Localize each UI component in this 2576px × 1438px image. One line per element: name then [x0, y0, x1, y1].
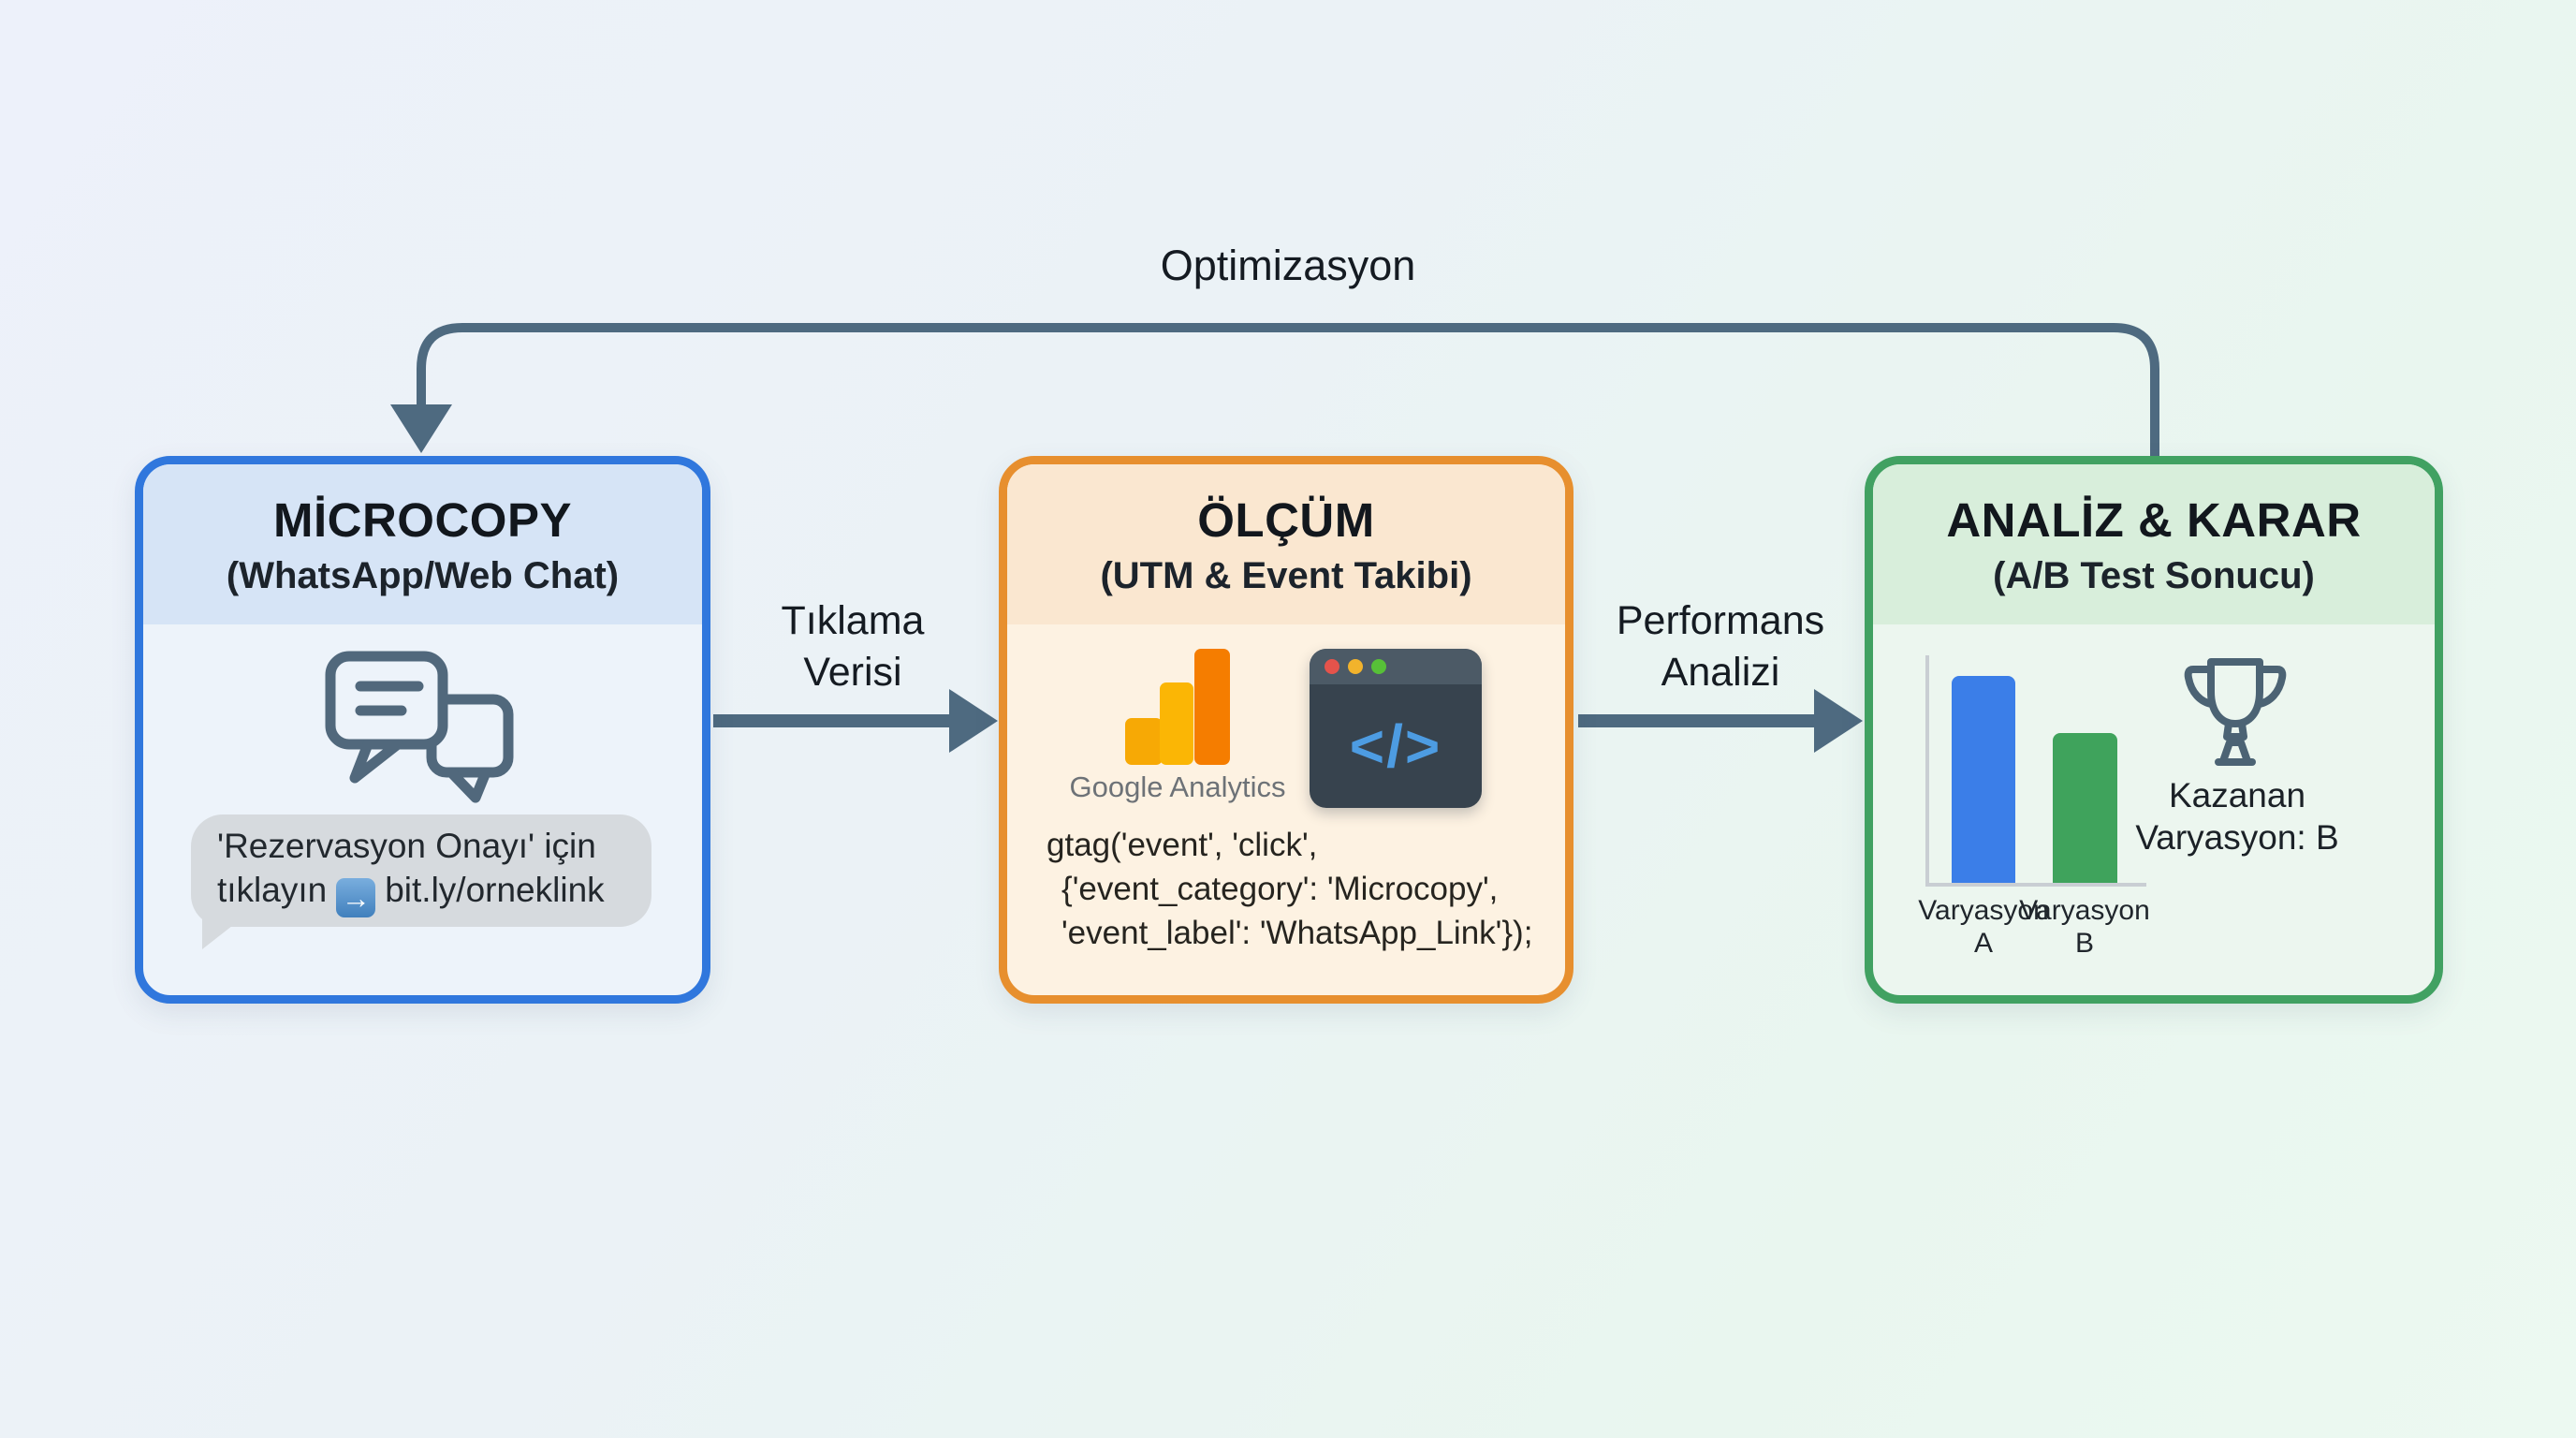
- code-tag-icon: </>: [1349, 712, 1442, 780]
- chat-bubbles-icon: [325, 651, 513, 803]
- flow-arrow-2-label-line1: Performans: [1616, 598, 1825, 643]
- ab-chart-label-a: Varyasyon A: [1918, 894, 2049, 960]
- window-dot-green-icon: [1371, 659, 1386, 674]
- olcum-box-body: Google Analytics </> gtag('event', 'clic…: [1007, 624, 1565, 995]
- olcum-box-header: ÖLÇÜM (UTM & Event Takibi): [1007, 464, 1565, 624]
- ga-logo-bar-mid: [1160, 682, 1193, 765]
- flow-arrow-1-label: Tıklama Verisi: [782, 595, 925, 698]
- ab-chart-y-axis: [1925, 655, 1929, 887]
- gtag-code-snippet: gtag('event', 'click', {'event_category'…: [1046, 823, 1532, 955]
- flow-arrow-2-label: Performans Analizi: [1617, 595, 1824, 698]
- microcopy-box-header: MİCROCOPY (WhatsApp/Web Chat): [143, 464, 702, 624]
- gtag-code-line2: {'event_category': 'Microcopy',: [1061, 871, 1499, 907]
- microcopy-box-body: 'Rezervasyon Onayı' için tıklayın→bit.ly…: [143, 624, 702, 995]
- trophy-icon: [2184, 658, 2287, 766]
- flow-arrow-1-head-icon: [949, 689, 998, 753]
- flow-arrow-1-label-line1: Tıklama: [781, 598, 925, 643]
- gtag-code-line3: 'event_label': 'WhatsApp_Link'});: [1061, 915, 1533, 951]
- google-analytics-caption: Google Analytics: [1069, 770, 1286, 803]
- winner-caption-line2: Varyasyon: B: [2135, 818, 2339, 857]
- chat-message-line2: tıklayın→bit.ly/orneklink: [217, 868, 651, 918]
- analiz-title: ANALİZ & KARAR: [1946, 492, 2362, 547]
- analiz-box-header: ANALİZ & KARAR (A/B Test Sonucu): [1873, 464, 2435, 624]
- ab-chart-label-a-line2: A: [1973, 928, 1994, 959]
- window-dot-yellow-icon: [1348, 659, 1363, 674]
- ab-chart-bar-a: [1952, 676, 2015, 883]
- ab-chart-label-b-line2: B: [2074, 928, 2095, 959]
- ab-chart-bar-b: [2053, 733, 2117, 883]
- code-window-icon: </>: [1310, 649, 1482, 808]
- chat-message-line1: 'Rezervasyon Onayı' için: [217, 826, 596, 865]
- window-dot-red-icon: [1325, 659, 1339, 674]
- analiz-subtitle: (A/B Test Sonucu): [1993, 554, 2315, 596]
- ga-logo-bar-tall: [1194, 649, 1230, 765]
- optimizasyon-label: Optimizasyon: [1160, 242, 1416, 289]
- feedback-loop-line: [417, 323, 2159, 461]
- gtag-code-line1: gtag('event', 'click',: [1046, 827, 1318, 863]
- olcum-subtitle: (UTM & Event Takibi): [1100, 554, 1472, 596]
- flow-arrow-2-head-icon: [1814, 689, 1863, 753]
- ab-chart-x-axis: [1925, 883, 2146, 887]
- google-analytics-logo-icon: [1125, 649, 1230, 765]
- microcopy-subtitle: (WhatsApp/Web Chat): [226, 554, 620, 596]
- feedback-arrowhead-icon: [390, 404, 452, 453]
- winner-caption: Kazanan Varyasyon: B: [2135, 774, 2338, 858]
- ga-logo-bar-short: [1125, 718, 1163, 765]
- ab-chart-label-b-line1: Varyasyon: [2019, 895, 2150, 926]
- microcopy-title: MİCROCOPY: [272, 492, 573, 547]
- analiz-box: ANALİZ & KARAR (A/B Test Sonucu) Varyasy…: [1865, 456, 2443, 1004]
- flow-arrow-1-label-line2: Verisi: [803, 650, 902, 695]
- chat-message-line2-prefix: tıklayın: [217, 870, 328, 909]
- right-arrow-emoji-icon: →: [336, 878, 376, 918]
- code-window-titlebar: [1310, 649, 1482, 684]
- winner-caption-line1: Kazanan: [2168, 776, 2306, 814]
- chat-message-link: bit.ly/orneklink: [385, 870, 605, 909]
- flow-arrow-2-label-line2: Analizi: [1661, 650, 1780, 695]
- ab-chart-label-b: Varyasyon B: [2019, 894, 2150, 960]
- chat-message-bubble: 'Rezervasyon Onayı' için tıklayın→bit.ly…: [191, 814, 651, 949]
- olcum-title: ÖLÇÜM: [1197, 492, 1375, 547]
- olcum-box: ÖLÇÜM (UTM & Event Takibi) Google Analyt…: [999, 456, 1573, 1004]
- analiz-box-body: Varyasyon A Varyasyon B Kazanan Va: [1873, 624, 2435, 995]
- microcopy-box: MİCROCOPY (WhatsApp/Web Chat) 'Rezervasy…: [135, 456, 710, 1004]
- ab-chart-label-a-line1: Varyasyon: [1918, 895, 2049, 926]
